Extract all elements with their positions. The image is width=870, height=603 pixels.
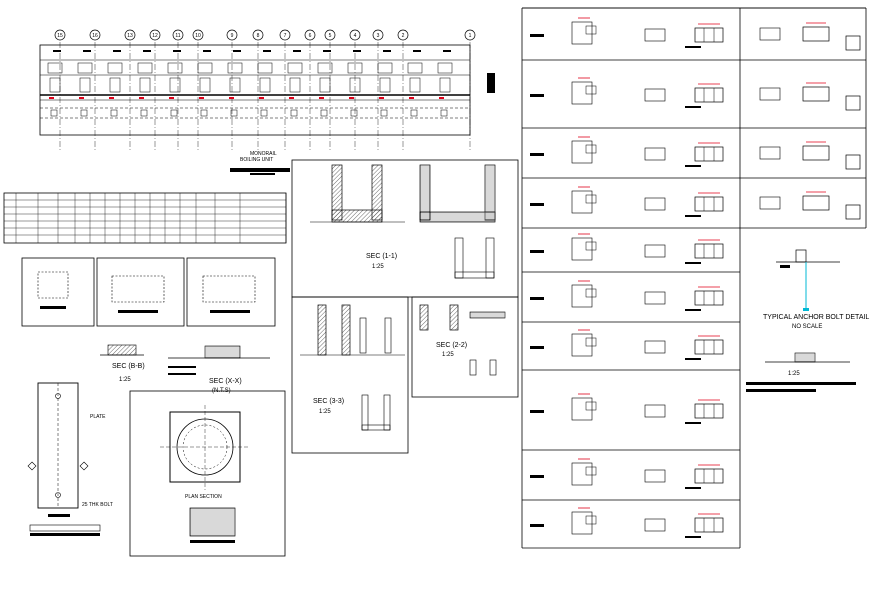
sec-33-scale: 1:25: [319, 409, 331, 415]
sec-11-label: SEC (1-1): [366, 253, 397, 260]
grid-bubble-label: 9: [231, 33, 234, 39]
sec-bb-label: SEC (B-B): [112, 363, 145, 370]
svg-text:25 THK BOLT: 25 THK BOLT: [82, 502, 113, 508]
grid-bubble-label: 3: [377, 33, 380, 39]
anchor-bolt-title: TYPICAL ANCHOR BOLT DETAIL: [763, 314, 869, 321]
grid-bubble-label: 4: [354, 33, 357, 39]
plan-equipment-outlines: [47, 50, 453, 117]
svg-text:BOILING UNIT: BOILING UNIT: [240, 157, 273, 163]
grid-bubble-label: 7: [284, 33, 287, 39]
grid-bubble-label: 8: [257, 33, 260, 39]
svg-text:PLAN SECTION: PLAN SECTION: [185, 494, 222, 500]
pump-schedule-table: [3, 192, 287, 244]
column-detail: PLATE 25 THK BOLT: [27, 382, 113, 536]
grid-bubble-label: 2: [402, 33, 405, 39]
grid-bubble-label: 6: [309, 33, 312, 39]
svg-text:PLATE: PLATE: [90, 414, 106, 420]
sec-11-scale: 1:25: [372, 264, 384, 270]
sec-bb-scale: 1:25: [119, 377, 131, 383]
sec-22-scale: 1:25: [442, 352, 454, 358]
sec-33-label: SEC (3-3): [313, 398, 344, 405]
grid-bubble-label: 5: [329, 33, 332, 39]
grid-bubble-label: 11: [175, 33, 180, 39]
sec-22-label: SEC (2-2): [436, 342, 467, 349]
svg-text:MONORAIL: MONORAIL: [250, 151, 277, 157]
anchor-bolt-detail: TYPICAL ANCHOR BOLT DETAIL NO SCALE 1:25: [746, 249, 869, 392]
grid-bubble-label: 13: [127, 33, 133, 39]
anchor-bolt-scale: NO SCALE: [792, 324, 822, 330]
grid-bubble-label: 12: [152, 33, 158, 39]
section-xx: SEC (X-X) (N.T.S): [168, 345, 270, 394]
grid-bubble-label: 10: [195, 33, 201, 39]
foundation-plan: 15 16 13 12 11 10 9 8 7 6 5 4 3 2 1 MONORAIL BOILING U…: [39, 29, 495, 175]
grid-bubble-label: 15: [57, 33, 63, 39]
round-pit-detail: PLAN SECTION: [129, 390, 286, 557]
grid-bubble-label: 1: [469, 33, 472, 39]
sections-panel: SEC (1-1) 1:25 SEC (3-3) 1:25 SEC (2-2) …: [291, 159, 519, 454]
grid-bubble-label: 16: [92, 33, 98, 39]
anchor-bolt-scale2: 1:25: [788, 371, 800, 377]
section-bb: SEC (B-B) 1:25: [100, 344, 145, 383]
right-detail-grid: [521, 7, 867, 549]
sec-xx-label: SEC (X-X): [209, 378, 242, 385]
base-plans: [21, 257, 276, 327]
grid-bubbles: 15 16 13 12 11 10 9 8 7 6 5 4 3 2 1: [54, 29, 476, 150]
